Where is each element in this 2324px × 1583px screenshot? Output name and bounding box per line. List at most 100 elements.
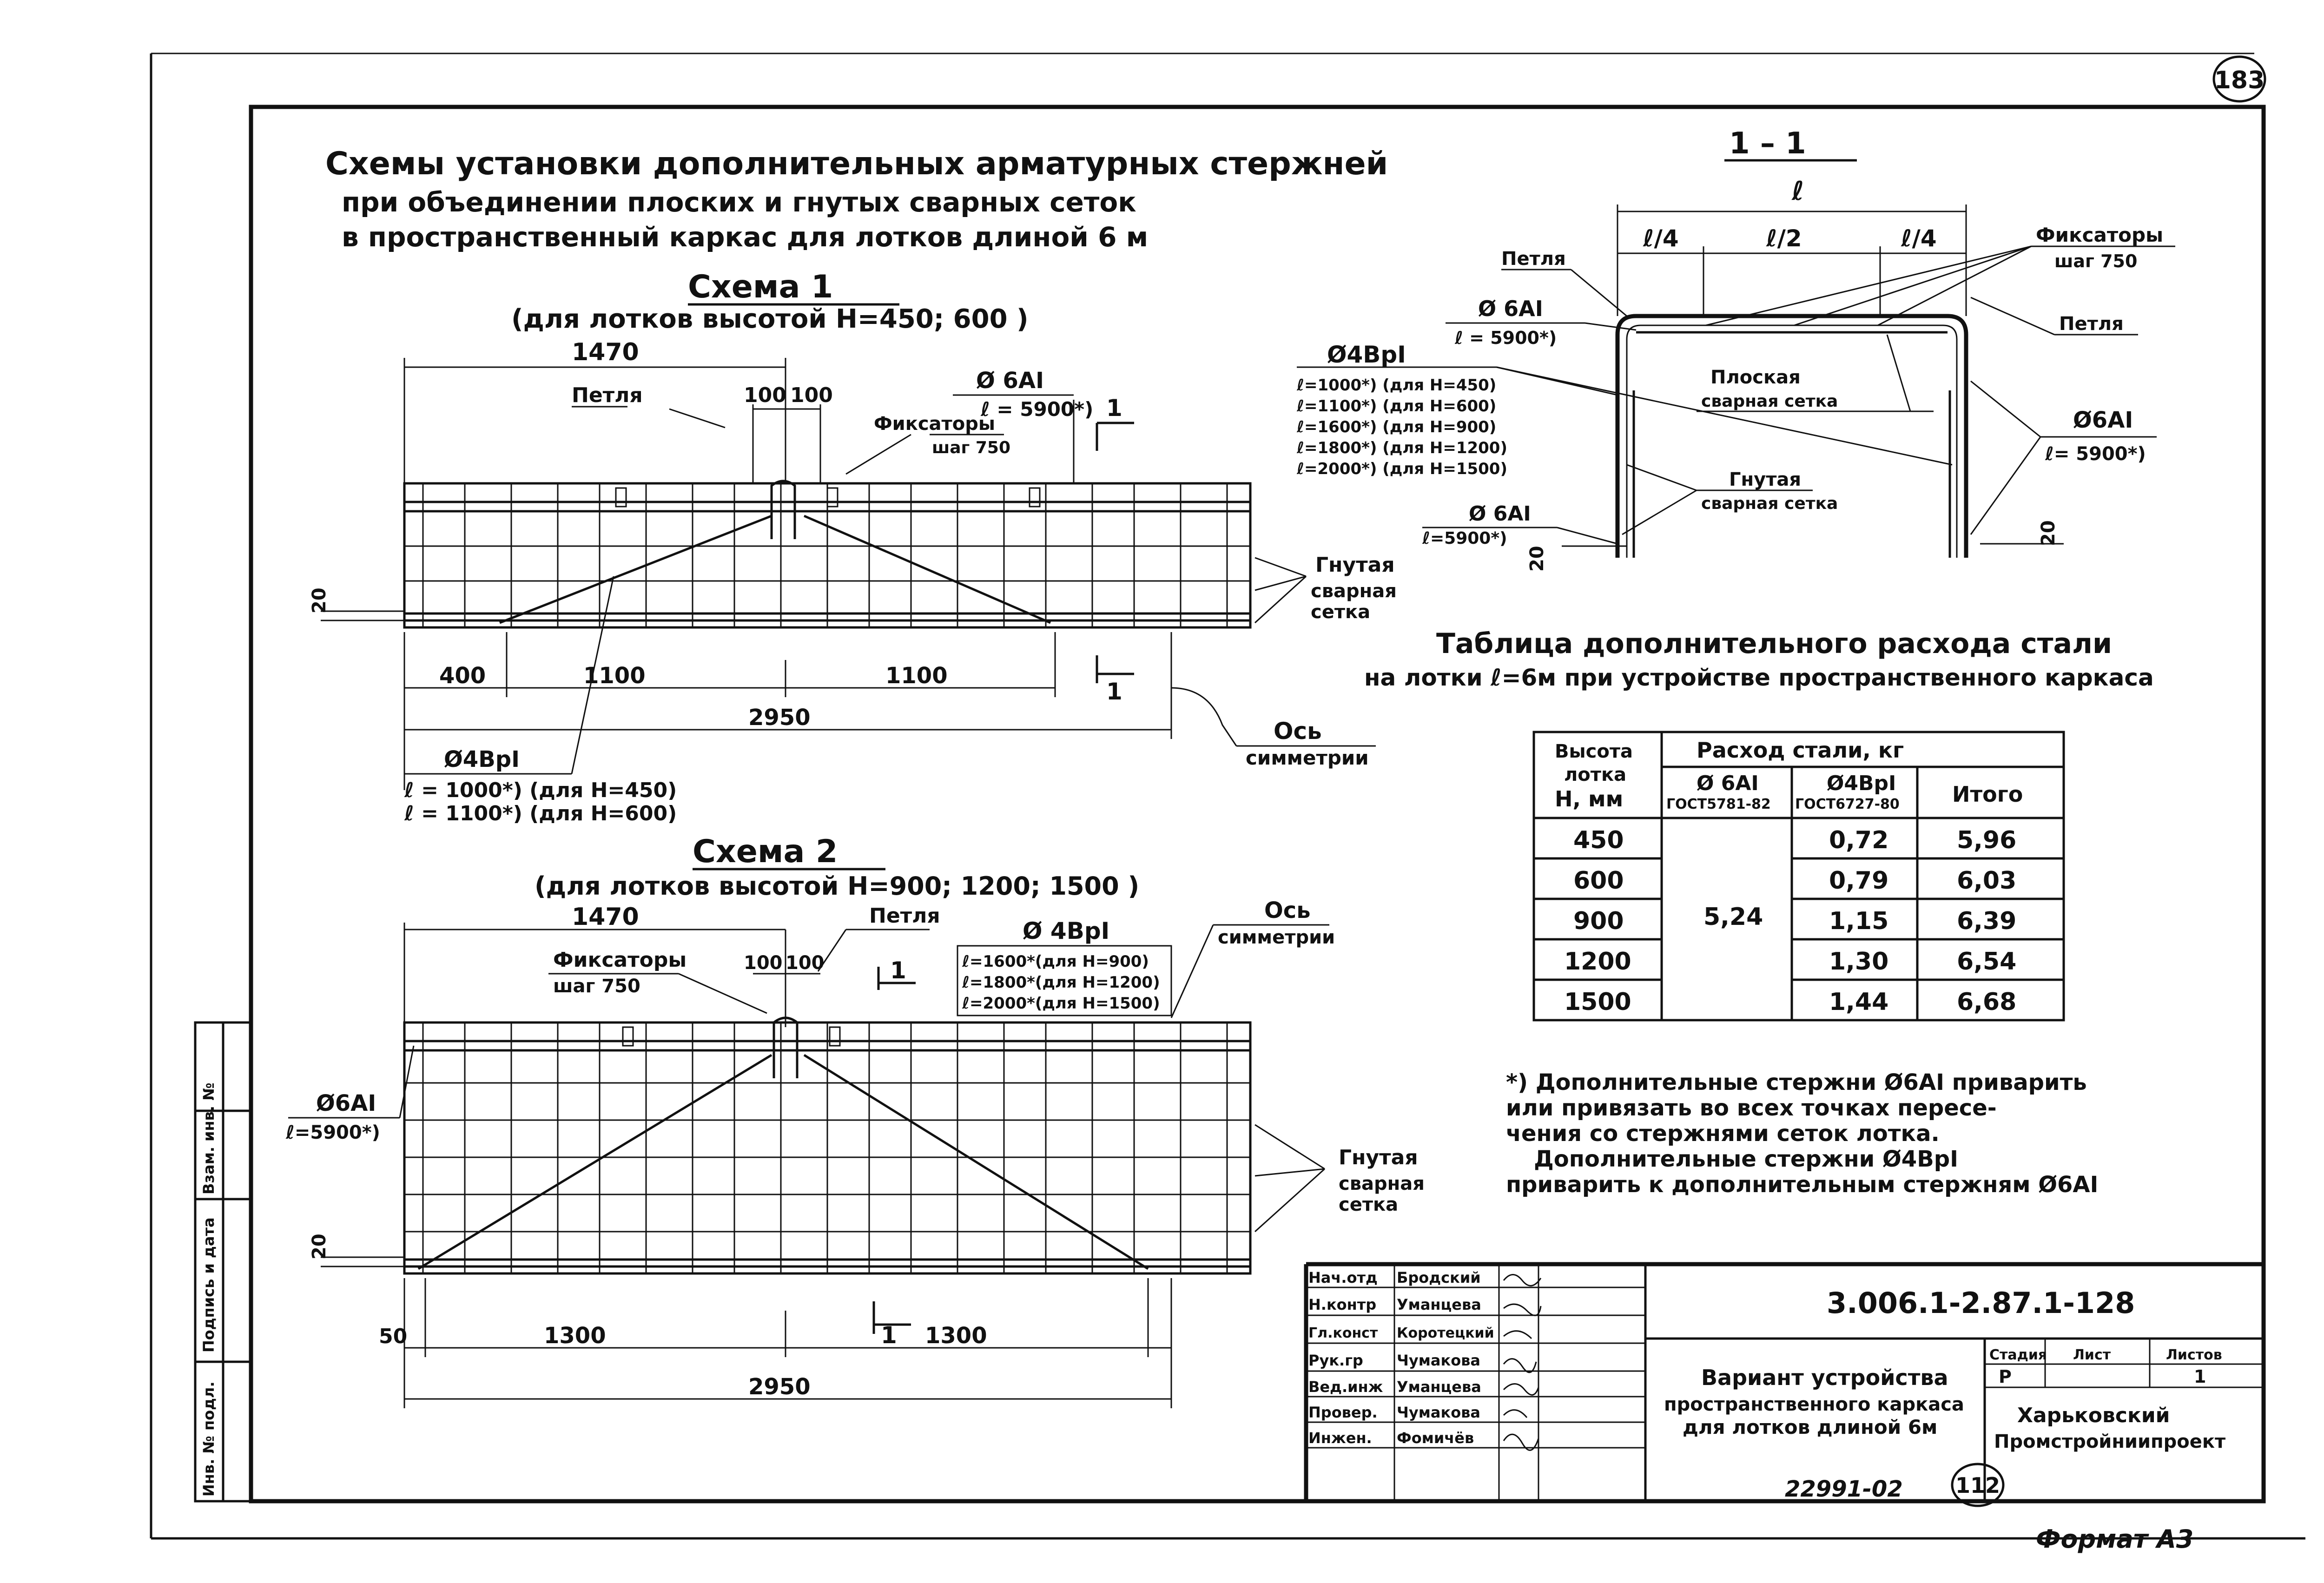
steel-table: Таблица дополнительного расхода стали на… (1364, 627, 2154, 1022)
section-bent-mesh-2: сварная сетка (1701, 494, 1838, 513)
s2-bent-mesh-2: сварная (1339, 1173, 1425, 1194)
s2-section-mark-top: 1 (890, 957, 906, 984)
s2-axis-1: Ось (1264, 897, 1311, 923)
section-fixators-step: шаг 750 (2054, 251, 2137, 271)
stamp-vzam: Взам. инв. № (200, 1082, 218, 1194)
s1-bent-mesh-3: сетка (1311, 601, 1370, 623)
s1-dim-100b: 100 (790, 383, 833, 407)
s2-rod6-len: ℓ=5900*) (285, 1122, 380, 1143)
section-dim-l4b: ℓ/4 (1901, 225, 1937, 252)
section-dim-l2: ℓ/2 (1766, 225, 1802, 252)
section-rod6-bottom-len: ℓ=5900*) (1422, 529, 1507, 548)
section-rod4: Ø4BpI (1327, 341, 1406, 368)
s2-bent-mesh-1: Гнутая (1339, 1146, 1418, 1169)
s2-dim-1300a: 1300 (544, 1323, 606, 1349)
note-line-4: Дополнительные стержни Ø4BpI (1534, 1146, 1958, 1172)
tb-role: Гл.конст (1308, 1325, 1378, 1341)
section-dim-small-left: 20 (1526, 546, 1548, 572)
tb-stage-header: Стадия (1989, 1347, 2047, 1363)
s1-bent-mesh-2: сварная (1311, 580, 1397, 602)
section-fixators: Фиксаторы (2036, 224, 2163, 246)
tb-desc-3: для лотков длиной 6м (1683, 1416, 1937, 1438)
s1-rod6-len: ℓ = 5900*) (980, 398, 1093, 421)
tb-role: Инжен. (1308, 1429, 1372, 1447)
circled-number: 112 (1955, 1473, 2000, 1498)
title-line-3: в пространственный каркас для лотков дли… (342, 221, 1148, 253)
section-rod4-l2: ℓ=1100*) (для Н=600) (1296, 397, 1496, 416)
s1-section-mark-top: 1 (1106, 395, 1122, 422)
s1-rod4-len2: ℓ = 1100*) (для Н=600) (404, 802, 677, 825)
tb-name: Чумакова (1397, 1404, 1480, 1421)
s2-rod4-len1: ℓ=1600*(для Н=900) (962, 952, 1149, 971)
table-head-steel: Расход стали, кг (1697, 738, 1904, 763)
table-row-total: 6,03 (1957, 867, 2016, 895)
s2-dim-100a: 100 (744, 952, 783, 974)
title-line-1: Схемы установки дополнительных арматурны… (325, 145, 1388, 182)
table-row-v4: 0,79 (1829, 867, 1888, 895)
s2-dim-50: 50 (379, 1325, 407, 1348)
stamp-sign-date: Подпись и дата (200, 1217, 218, 1352)
scheme-2-heading: Схема 2 (693, 833, 838, 870)
tb-role: Вед.инж (1308, 1378, 1383, 1396)
table-row-h: 900 (1573, 907, 1624, 935)
s1-bent-mesh-1: Гнутая (1315, 553, 1395, 577)
table-row-total: 6,68 (1957, 988, 2016, 1016)
table-head-total: Итого (1952, 782, 2023, 807)
table-head-col2: Ø4BpI (1827, 772, 1896, 795)
tb-org-1: Харьковский (2017, 1404, 2170, 1427)
table-row-total: 6,54 (1957, 948, 2016, 976)
s1-dim-1100b: 1100 (885, 663, 948, 689)
section-rod6-top-len: ℓ = 5900*) (1454, 328, 1557, 348)
s1-loop-label: Петля (572, 383, 643, 407)
table-title-1: Таблица дополнительного расхода стали (1436, 627, 2112, 660)
tb-sheets: 1 (2194, 1366, 2206, 1387)
title-block: Нач.отд Бродский Н.контр Уманцева Гл.кон… (1304, 1262, 2264, 1501)
table-head-col2-std: ГОСТ6727-80 (1795, 796, 1900, 812)
tb-name: Фомичёв (1397, 1429, 1474, 1447)
s1-fixators-step: шаг 750 (932, 438, 1010, 457)
section-rod6-right: Ø6AI (2073, 407, 2133, 433)
table-merged-6ai: 5,24 (1703, 903, 1763, 931)
note-line-5: приварить к дополнительным стержням Ø6AI (1506, 1172, 2098, 1198)
table-row-v4: 1,44 (1829, 988, 1888, 1016)
tb-code: 3.006.1-2.87.1-128 (1827, 1286, 2135, 1320)
section-rod4-l3: ℓ=1600*) (для Н=900) (1296, 418, 1496, 436)
table-head-height-1: Высота (1555, 741, 1633, 762)
s2-rod6: Ø6AI (316, 1090, 376, 1116)
page-number: 183 (2214, 66, 2265, 94)
s2-dim-1470: 1470 (572, 903, 639, 931)
table-row-h: 450 (1573, 826, 1624, 854)
s1-rod6: Ø 6AI (976, 368, 1044, 394)
table-row-total: 5,96 (1957, 826, 2016, 854)
s2-fixators: Фиксаторы (553, 948, 687, 972)
section-1-1: 1 – 1 ℓ ℓ/4 ℓ/2 ℓ/4 Петля Фиксаторы шаг … (1296, 126, 2175, 572)
section-dim-l4a: ℓ/4 (1643, 225, 1679, 252)
section-flat-mesh-2: сварная сетка (1701, 392, 1838, 411)
tb-role: Н.контр (1308, 1296, 1376, 1313)
page-number-circle (2212, 55, 2266, 103)
s1-rod4: Ø4BpI (444, 746, 520, 772)
tb-stage: Р (1999, 1366, 2012, 1387)
table-title-2: на лотки ℓ=6м при устройстве пространств… (1364, 664, 2154, 691)
section-loop-right: Петля (2059, 313, 2124, 335)
table-head-col1: Ø 6AI (1697, 772, 1759, 795)
sheet-frame (249, 105, 2266, 1504)
tb-desc-1: Вариант устройства (1701, 1365, 1948, 1390)
section-dim-l: ℓ (1791, 176, 1804, 206)
section-rod4-l4: ℓ=1800*) (для Н=1200) (1296, 439, 1507, 457)
section-heading: 1 – 1 (1729, 126, 1806, 161)
scheme-2-subheading: (для лотков высотой Н=900; 1200; 1500 ) (535, 871, 1139, 901)
section-rod4-l5: ℓ=2000*) (для Н=1500) (1296, 460, 1507, 478)
scheme-1: Схема 1 (для лотков высотой Н=450; 600 )… (309, 269, 1397, 825)
s1-section-mark-bottom: 1 (1106, 678, 1122, 705)
section-bent-mesh-1: Гнутая (1729, 469, 1801, 490)
note-line-3: чения со стержнями сеток лотка. (1506, 1121, 1940, 1147)
s1-rod4-len1: ℓ = 1000*) (для Н=450) (404, 778, 677, 802)
s2-rod4: Ø 4BpI (1023, 917, 1109, 944)
section-flat-mesh-1: Плоская (1710, 367, 1801, 388)
format-label: Формат А3 (2036, 1524, 2193, 1554)
table-row-v4: 1,30 (1829, 948, 1888, 976)
s2-axis-2: симметрии (1218, 927, 1335, 948)
tb-role: Провер. (1308, 1404, 1378, 1421)
